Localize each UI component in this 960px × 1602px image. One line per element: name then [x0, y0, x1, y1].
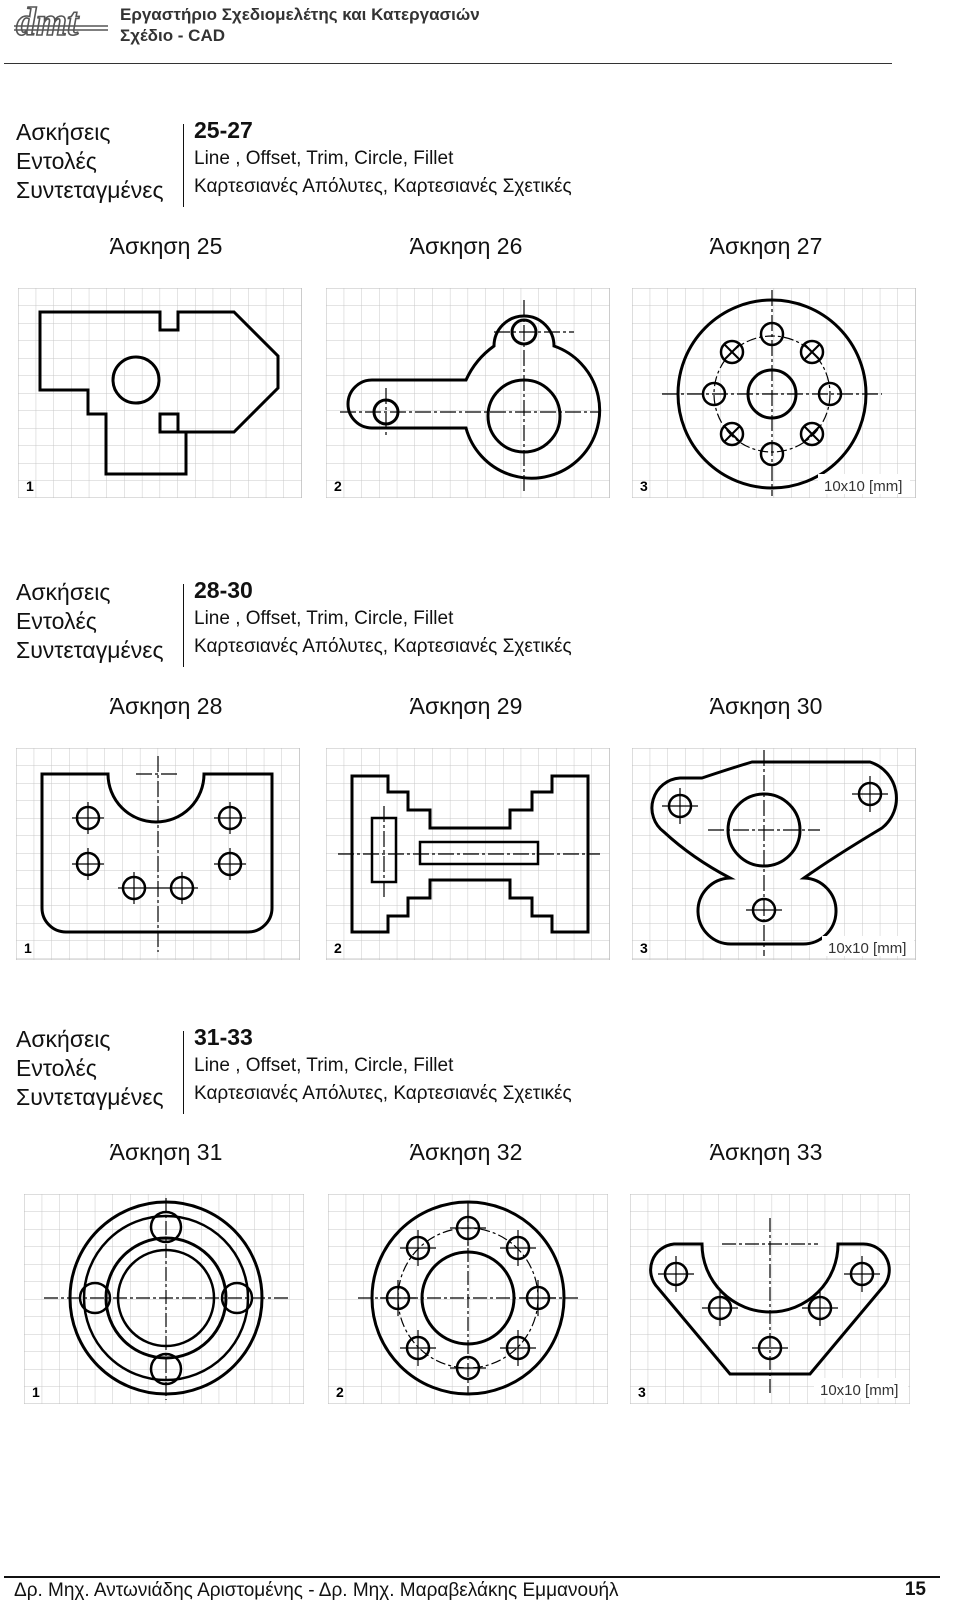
label-exercises: Ασκήσεις: [16, 119, 111, 145]
drawing-number: 3: [640, 478, 648, 494]
page-number: 15: [904, 1579, 926, 1600]
exercise-title: Άσκηση 33: [709, 1139, 823, 1165]
drawing-exercise-30: 3 10x10 [mm]: [632, 748, 916, 960]
header-title: Εργαστήριο Σχεδιομελέτης και Κατεργασιών…: [120, 4, 480, 46]
commands-value: Line , Offset, Trim, Circle, Fillet: [194, 1055, 454, 1076]
drawing-exercise-32: 2: [328, 1194, 608, 1404]
commands-value: Line , Offset, Trim, Circle, Fillet: [194, 608, 454, 629]
exercise-title: Άσκηση 28: [109, 693, 223, 719]
drawing-number: 2: [334, 940, 342, 956]
drawing-exercise-33: 3 10x10 [mm]: [630, 1194, 910, 1404]
svg-text:dmt: dmt: [16, 2, 80, 42]
grid-scale-note: 10x10 [mm]: [824, 478, 902, 495]
dmt-logo: dmt: [14, 2, 108, 42]
drawing-exercise-28: 1: [16, 748, 300, 960]
exercise-title: Άσκηση 27: [709, 233, 823, 259]
section-info-3: Ασκήσεις Εντολές Συντεταγμένες 31-33 Lin…: [16, 1024, 916, 1115]
drawing-exercise-26: 2: [326, 288, 610, 498]
drawing-number: 1: [32, 1384, 40, 1400]
drawing-number: 3: [640, 940, 648, 956]
drawing-exercise-31: 1: [24, 1194, 304, 1404]
commands-value: Line , Offset, Trim, Circle, Fillet: [194, 148, 454, 169]
section-info-2: Ασκήσεις Εντολές Συντεταγμένες 28-30 Lin…: [16, 577, 916, 668]
exercise-title: Άσκηση 29: [409, 693, 523, 719]
info-divider: [183, 584, 184, 667]
coordinates-value: Καρτεσιανές Απόλυτες, Καρτεσιανές Σχετικ…: [194, 176, 572, 197]
footer-authors: Δρ. Μηχ. Αντωνιάδης Αριστομένης - Δρ. Μη…: [14, 1580, 619, 1601]
footer-divider: [4, 1576, 940, 1578]
label-exercises: Ασκήσεις: [16, 579, 111, 605]
grid-scale-note: 10x10 [mm]: [828, 940, 906, 957]
label-commands: Εντολές: [16, 148, 97, 174]
drawing-number: 3: [638, 1384, 646, 1400]
drawing-number: 2: [334, 478, 342, 494]
exercise-title: Άσκηση 26: [409, 233, 523, 259]
label-coordinates: Συντεταγμένες: [16, 637, 164, 663]
exercise-title: Άσκηση 31: [109, 1139, 223, 1165]
label-commands: Εντολές: [16, 1055, 97, 1081]
header-divider: [4, 63, 892, 64]
page-header: dmt Εργαστήριο Σχεδιομελέτης και Κατεργα…: [0, 0, 960, 64]
grid-scale-note: 10x10 [mm]: [820, 1382, 898, 1399]
drawing-exercise-25: 1: [18, 288, 302, 498]
label-coordinates: Συντεταγμένες: [16, 1084, 164, 1110]
exercise-range: 25-27: [194, 117, 253, 143]
exercise-title: Άσκηση 32: [409, 1139, 523, 1165]
exercise-title: Άσκηση 25: [109, 233, 223, 259]
drawing-number: 1: [26, 478, 34, 494]
section-info-1: Ασκήσεις Εντολές Συντεταγμένες 25-27 Lin…: [16, 117, 916, 208]
exercise-range: 31-33: [194, 1024, 253, 1050]
label-coordinates: Συντεταγμένες: [16, 177, 164, 203]
info-divider: [183, 1031, 184, 1114]
header-title-line2: Σχέδιο - CAD: [120, 26, 226, 45]
header-title-line1: Εργαστήριο Σχεδιομελέτης και Κατεργασιών: [120, 5, 480, 24]
info-divider: [183, 124, 184, 207]
label-exercises: Ασκήσεις: [16, 1026, 111, 1052]
label-commands: Εντολές: [16, 608, 97, 634]
exercise-title: Άσκηση 30: [709, 693, 823, 719]
drawing-exercise-29: 2: [326, 748, 610, 960]
drawing-number: 2: [336, 1384, 344, 1400]
drawing-exercise-27: 3 10x10 [mm]: [632, 288, 916, 498]
coordinates-value: Καρτεσιανές Απόλυτες, Καρτεσιανές Σχετικ…: [194, 636, 572, 657]
coordinates-value: Καρτεσιανές Απόλυτες, Καρτεσιανές Σχετικ…: [194, 1083, 572, 1104]
drawing-number: 1: [24, 940, 32, 956]
exercise-range: 28-30: [194, 577, 253, 603]
